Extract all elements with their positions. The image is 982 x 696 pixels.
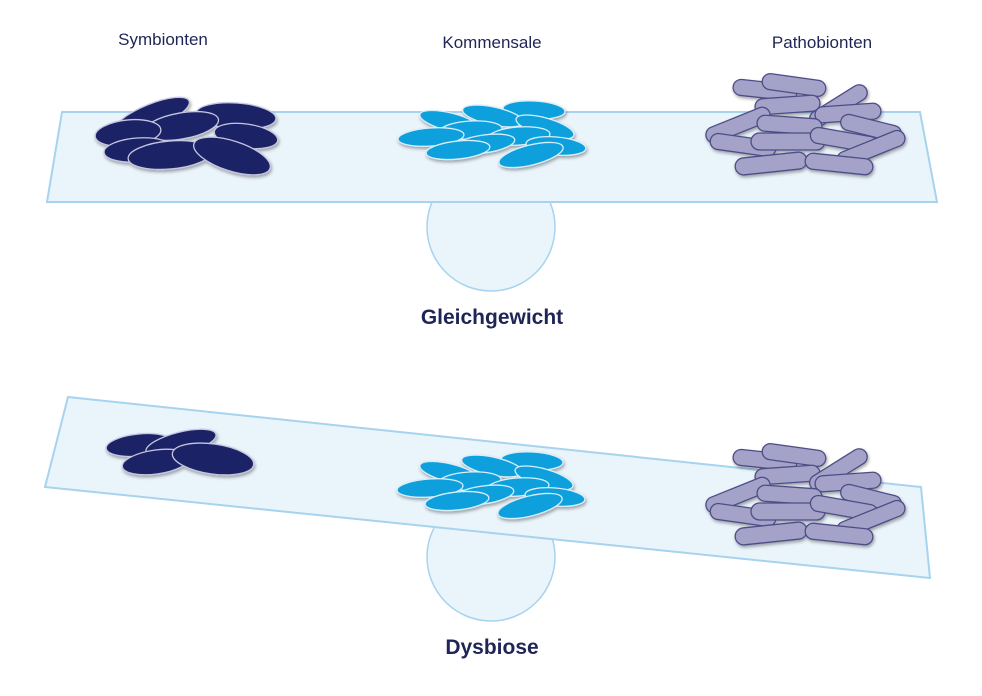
label-pathobionts: Pathobionten bbox=[771, 33, 873, 52]
balance-pathobionts-cluster bbox=[705, 73, 906, 176]
label-commensals: Kommensale bbox=[442, 33, 542, 52]
dysbiosis-symbionts-cluster bbox=[105, 428, 255, 476]
label-symbionts: Symbionten bbox=[118, 30, 208, 49]
state-label-balance: Gleichgewicht bbox=[420, 306, 564, 329]
state-label-dysbiosis: Dysbiose bbox=[445, 636, 539, 659]
balance-scale bbox=[45, 73, 939, 292]
dysbiosis-commensals-cluster bbox=[396, 451, 586, 520]
balance-symbionts-cluster bbox=[94, 96, 279, 176]
dysbiosis-scale bbox=[43, 395, 932, 622]
dysbiosis-pathobionts-cluster bbox=[705, 443, 906, 546]
balance-commensals-cluster bbox=[397, 100, 587, 169]
